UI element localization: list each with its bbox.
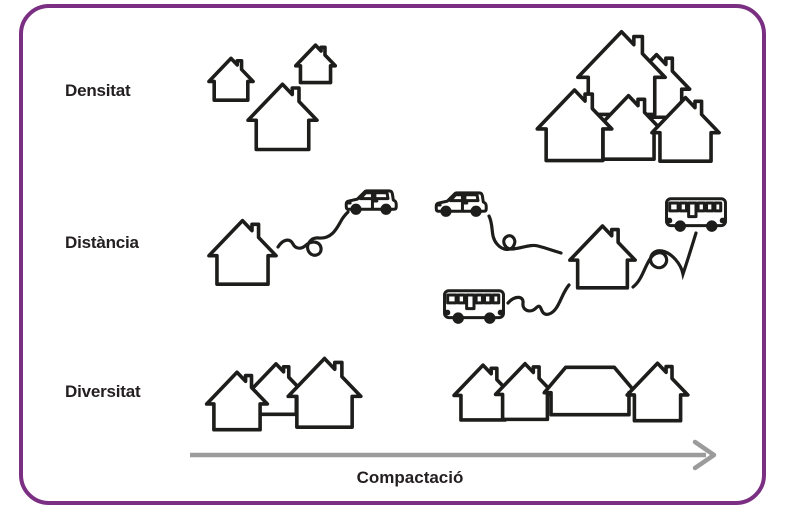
density-dense-group (535, 29, 721, 163)
bus-icon (665, 197, 727, 232)
row-label-diversity: Diversitat (65, 382, 141, 401)
row-label-distance: Distància (65, 233, 139, 252)
house-icon (625, 362, 690, 422)
car-icon (435, 192, 487, 217)
route-squiggle (276, 210, 350, 257)
house-icon (286, 357, 363, 429)
bus-icon (443, 289, 505, 324)
arrow-head-icon (692, 439, 717, 471)
house-icon (208, 57, 254, 102)
house-icon (246, 82, 319, 151)
density-sparse-group (208, 44, 337, 151)
axis-label-compaction: Compactació (356, 468, 464, 487)
diversity-left-group (205, 357, 363, 431)
route-squiggle (487, 214, 563, 255)
row-label-density: Densitat (65, 81, 131, 100)
route-squiggle (506, 283, 571, 316)
house-icon (568, 224, 637, 290)
house-icon (207, 219, 278, 286)
diversity-right-group (452, 362, 690, 422)
distance-right-group (435, 192, 727, 324)
compaction-arrow (190, 439, 717, 471)
house-icon (294, 44, 337, 84)
route-squiggle (631, 231, 698, 289)
wide-house-icon (542, 366, 638, 416)
diagram-border-frame (19, 4, 766, 505)
distance-left-group (207, 190, 397, 286)
car-icon (345, 190, 397, 215)
